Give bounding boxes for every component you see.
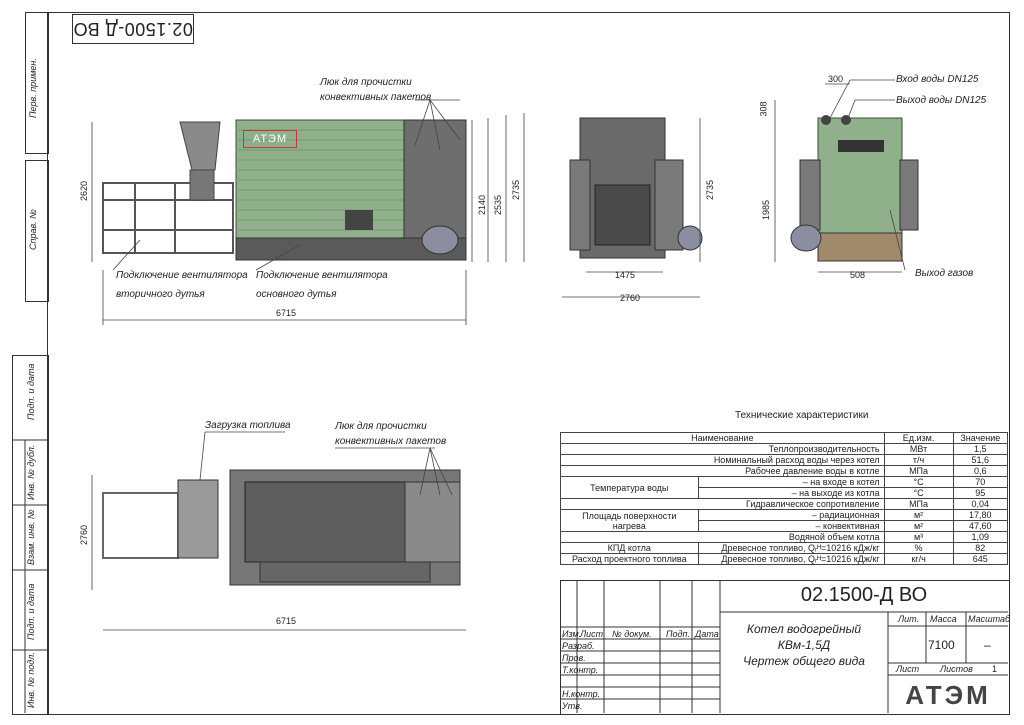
title-col: Лист <box>580 629 604 639</box>
label-fan-secondary-2: вторичного дутья <box>116 289 205 300</box>
label-water-in: Вход воды DN125 <box>896 74 979 85</box>
logo-text-title: АТЭМ <box>905 679 991 710</box>
logo: АТЭМ <box>243 130 297 148</box>
title-col: Дата <box>695 629 719 639</box>
title-block <box>560 580 1010 715</box>
title-col: Подп. <box>666 629 690 639</box>
label-cleaning-top: Люк для прочистки <box>335 421 427 432</box>
title-sheet: Лист <box>896 664 920 674</box>
title-scale-value: – <box>984 638 991 652</box>
dim-back-bottom-width: 508 <box>850 270 866 280</box>
dim-front-w2: 2760 <box>620 293 641 303</box>
dim-top-length: 6715 <box>276 616 297 626</box>
label-fuel-load: Загрузка топлива <box>205 420 291 431</box>
title-role: Утв. <box>562 701 583 711</box>
label-cleaning-side: Люк для прочистки <box>320 77 412 88</box>
label-cleaning-top-2: конвективных пакетов <box>335 436 447 447</box>
title-lit: Лит. <box>898 614 920 624</box>
title-col: № докум. <box>612 629 652 639</box>
dim-side-length: 6715 <box>276 308 297 318</box>
label-fan-primary: Подключение вентилятора <box>256 270 388 281</box>
title-sheets: Листов <box>940 664 973 674</box>
drawing-frame <box>47 12 1010 715</box>
title-scale: Масштаб <box>968 614 1011 624</box>
title-role: Разраб. <box>562 641 595 651</box>
dim-back-top-width: 300 <box>828 74 844 84</box>
back-view <box>774 79 919 273</box>
label-water-out: Выход воды DN125 <box>896 95 987 106</box>
tech-table-title: Технические характеристики <box>735 410 869 421</box>
front-view <box>562 117 703 298</box>
tech-cell-text: Площадь поверхности <box>582 510 677 521</box>
tech-cell: 645 <box>952 553 1009 565</box>
title-name-1: Котел водогрейный <box>746 622 862 636</box>
title-name-3: Чертеж общего вида <box>743 654 865 668</box>
title-col: Изм. <box>562 629 582 639</box>
side-view <box>91 99 525 325</box>
title-role: Пров. <box>562 653 586 663</box>
dim-front-w1: 1475 <box>615 270 636 280</box>
tech-table: Наименование Ед.изм. Значение Теплопроиз… <box>560 432 1009 565</box>
label-cleaning-side-2: конвективных пакетов <box>320 92 432 103</box>
tech-cell-text: нагрева <box>612 520 646 531</box>
label-gas-out: Выход газов <box>915 268 974 279</box>
side-stamp-box <box>12 355 49 715</box>
table-row: Расход проектного топлива Древесное топл… <box>560 553 1009 565</box>
table-row: – на выходе из котла °С 95 <box>561 487 1009 499</box>
logo-text: АТЭМ <box>252 133 288 145</box>
title-doc-number: 02.1500-Д ВО <box>800 584 928 606</box>
title-role: Н.контр. <box>562 689 601 699</box>
label-fan-secondary: Подключение вентилятора <box>116 270 248 281</box>
table-row: КПД котла Древесное топливо, Qᵣᴴ=10216 к… <box>560 542 1009 554</box>
title-sheets-value: 1 <box>992 664 998 674</box>
logo-title-block: АТЭМ <box>892 679 1004 711</box>
title-mass-value: 7100 <box>928 638 955 652</box>
title-role: Т.контр. <box>562 665 599 675</box>
title-name-2: КВм-1,5Д <box>777 638 831 652</box>
title-mass: Масса <box>930 614 957 624</box>
top-view <box>91 431 466 631</box>
label-fan-primary-2: основного дутья <box>256 289 337 300</box>
side-stamp-box <box>25 160 49 302</box>
side-stamp-box <box>25 12 49 154</box>
tech-cell: Древесное топливо, Qᵣᴴ=10216 кДж/кг <box>697 553 885 565</box>
